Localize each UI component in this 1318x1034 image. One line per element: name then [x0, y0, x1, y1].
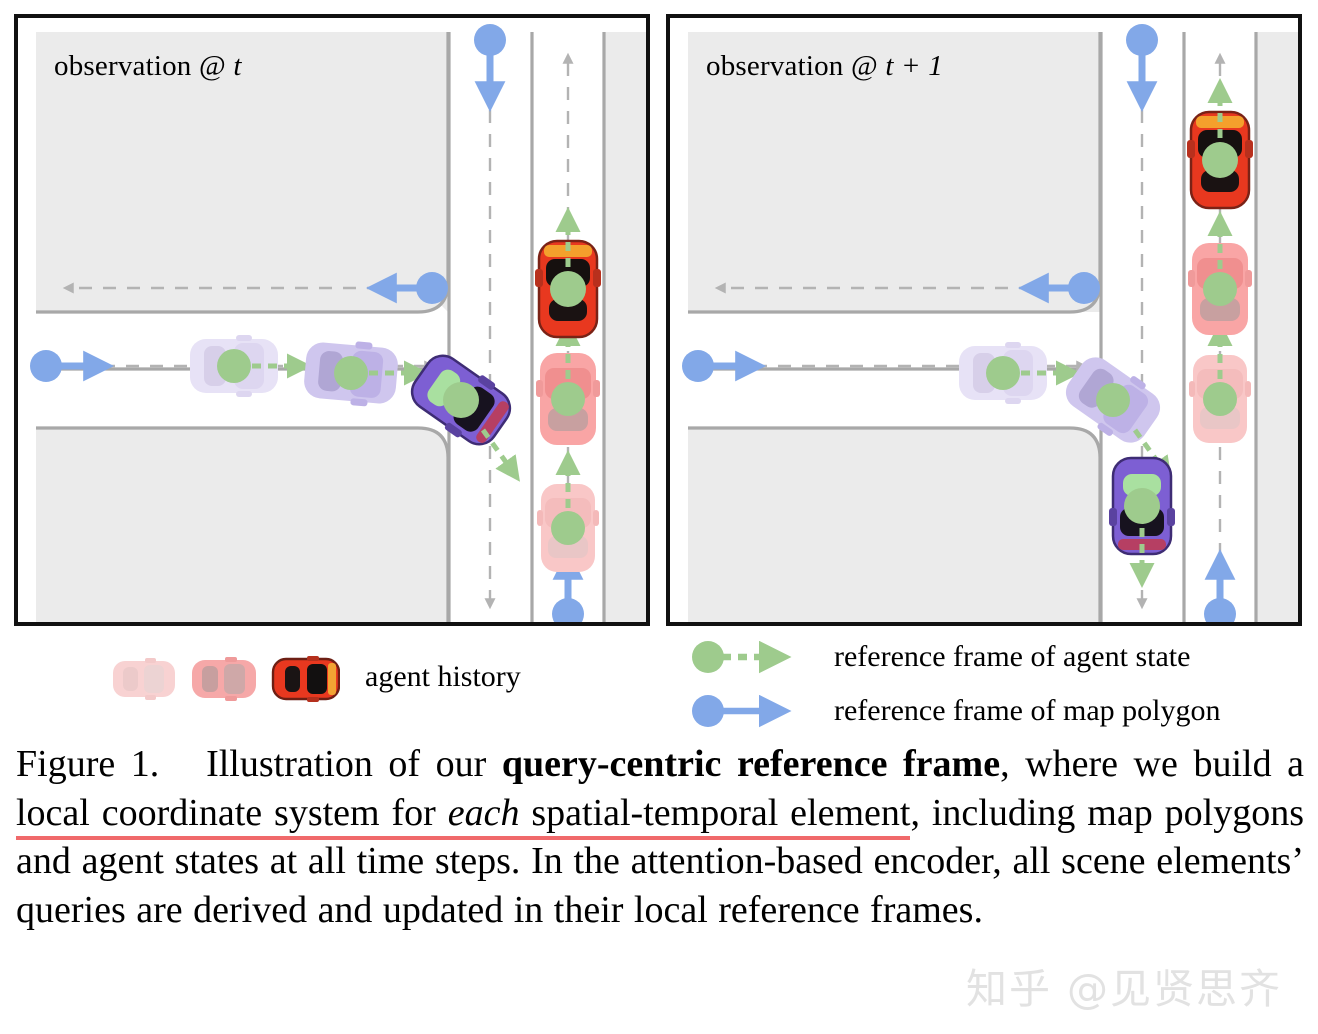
legend-reference-frames: reference frame of agent state reference…	[686, 630, 1306, 735]
agent-red-current	[1187, 77, 1253, 210]
caption-part1: Illustration of our	[206, 743, 502, 785]
map-frame-top-down	[474, 24, 506, 112]
map-frame-bottom-up	[1204, 549, 1236, 622]
map-frame-left-arrow	[366, 272, 448, 304]
agent-red-history-2	[1189, 320, 1251, 443]
history-car-faded-icon	[113, 658, 175, 700]
legend-label-agent-state: reference frame of agent state	[834, 640, 1191, 673]
agent-purple-history-2	[959, 342, 1082, 404]
figure-caption: Figure 1. Illustration of our query-cent…	[16, 740, 1304, 935]
panel-title-right: observation @ t + 1	[706, 50, 943, 82]
scene-left-svg	[18, 18, 646, 622]
agent-red-history-2	[537, 449, 599, 572]
caption-bold-phrase: query-centric reference frame	[501, 743, 1001, 785]
agent-red-current	[535, 206, 601, 339]
caption-underline-italic: each	[447, 791, 520, 834]
agent-purple-current	[1109, 456, 1175, 589]
site-watermark: 知乎 @见贤思齐	[966, 965, 1283, 1013]
caption-underline-b: spatial-temporal element	[519, 791, 911, 834]
agent-purple-history-1	[304, 341, 430, 407]
agent-red-history-1	[1188, 210, 1252, 335]
legend-label-map-polygon: reference frame of map polygon	[834, 694, 1221, 727]
map-frame-right-arrow	[682, 350, 766, 382]
scene-right-svg	[670, 18, 1298, 622]
history-car-mid-icon	[192, 657, 256, 701]
agent-history-label: agent history	[365, 660, 521, 693]
agent-purple-history-1	[1065, 357, 1172, 482]
map-frame-left-arrow	[1018, 272, 1100, 304]
agent-history-swatches	[110, 648, 341, 710]
caption-lead: Figure 1.	[16, 743, 160, 785]
agent-purple-current	[410, 354, 520, 482]
observation-panel-t-plus-1: observation @ t + 1	[666, 14, 1302, 626]
legend-agent-history: agent history	[110, 648, 630, 718]
caption-part3: , including map polygons and agent state…	[16, 791, 1304, 931]
blue-dot-solid-arrow-icon	[686, 688, 816, 734]
map-frame-top-down	[1126, 24, 1158, 112]
agent-history-swatch-svg	[113, 656, 341, 702]
history-car-current-icon	[271, 656, 341, 702]
scene-right	[670, 18, 1298, 622]
caption-underline-a: local coordinate system for	[16, 791, 448, 834]
scene-left	[18, 18, 646, 622]
caption-underlined-phrase: local coordinate system for each spatial…	[16, 791, 911, 840]
observation-panel-t: observation @ t	[14, 14, 650, 626]
agent-red-history-1	[536, 320, 600, 445]
green-dot-dashed-arrow-icon	[686, 634, 816, 680]
map-frame-right-arrow	[30, 350, 114, 382]
caption-part2: , where we build a	[1000, 743, 1305, 785]
agent-purple-history-2	[190, 335, 313, 397]
legend-row-agent-state: reference frame of agent state	[686, 634, 1306, 680]
legend-row-map-polygon: reference frame of map polygon	[686, 688, 1306, 734]
panel-title-left: observation @ t	[54, 50, 242, 82]
